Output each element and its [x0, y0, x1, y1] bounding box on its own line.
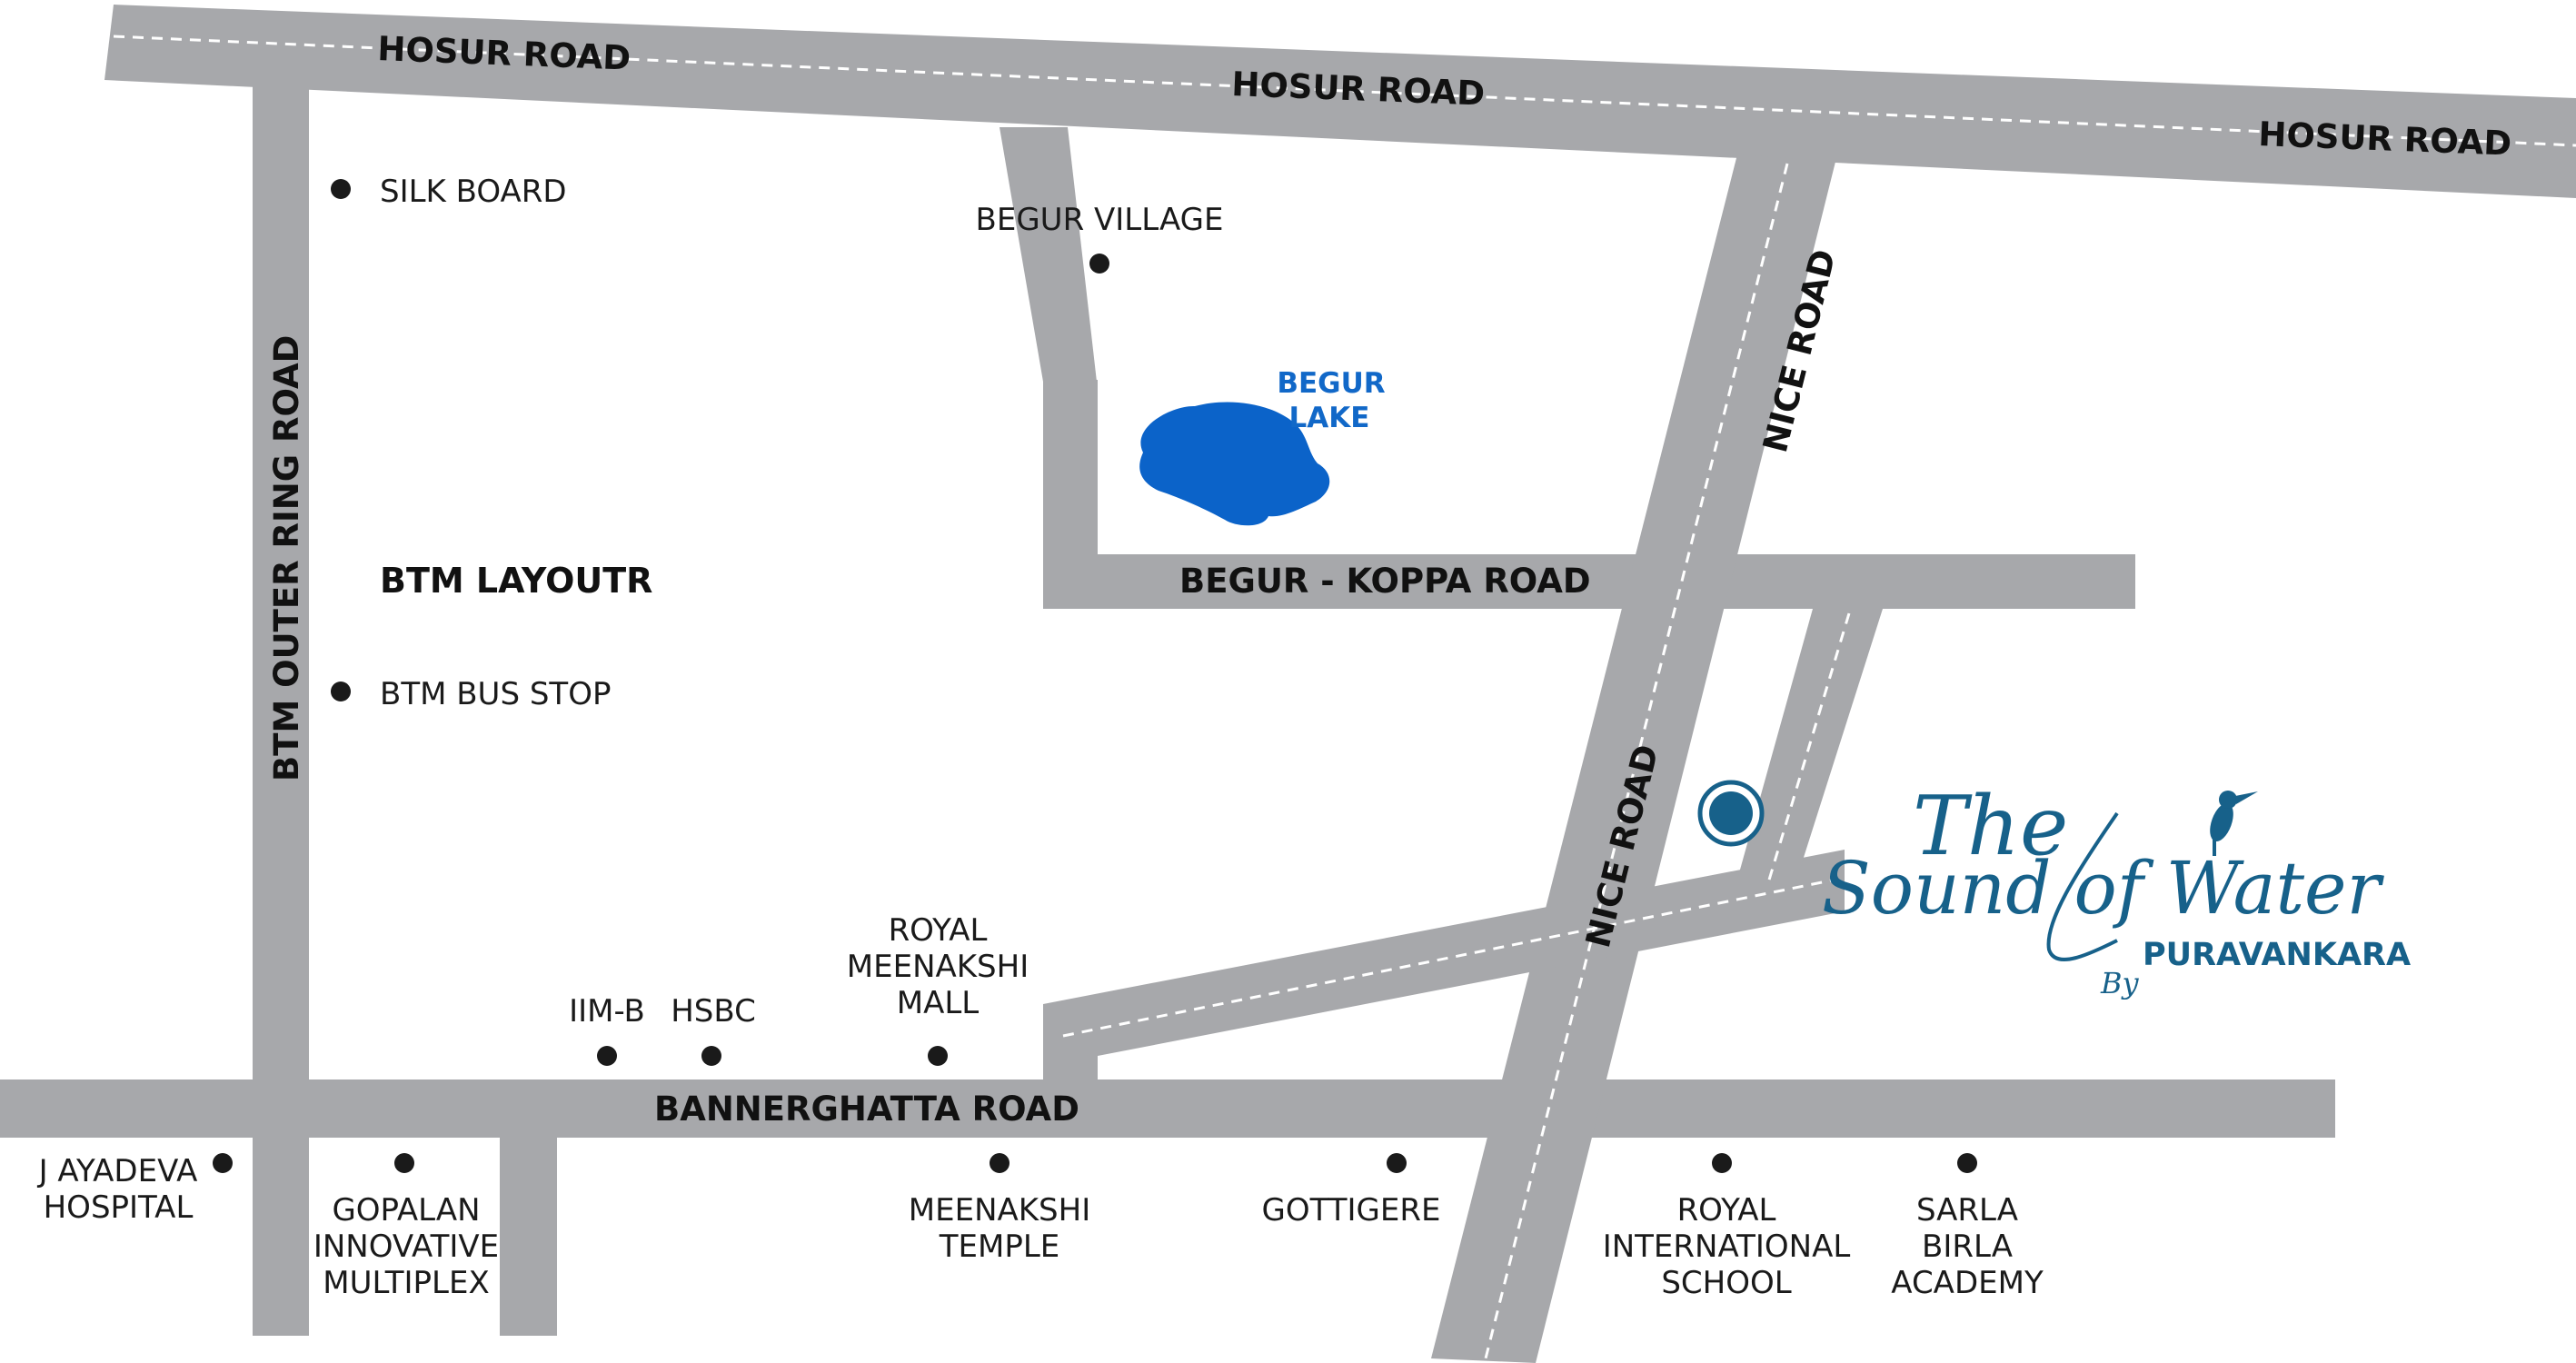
dot-icon	[331, 682, 351, 701]
road-begur-koppa	[1043, 554, 2135, 609]
brand-logo: The Sound of Water By PURAVANKARA	[1822, 779, 2411, 1000]
landmark-sarla-birla-2: BIRLA	[1922, 1229, 2013, 1265]
road-label-begur-koppa: BEGUR - KOPPA ROAD	[1179, 562, 1591, 601]
dot-icon	[213, 1153, 233, 1173]
road-label-hosur-1: HOSUR ROAD	[377, 29, 632, 78]
dot-icon	[701, 1046, 721, 1066]
lane-markings	[113, 35, 2576, 1359]
landmark-royal-international-2: INTERNATIONAL	[1603, 1229, 1851, 1265]
dot-icon	[1387, 1153, 1407, 1173]
road-hosur	[104, 5, 2576, 198]
landmark-gopalan-2: INNOVATIVE	[313, 1229, 499, 1265]
dot-icon	[1089, 254, 1109, 274]
road-nice-main	[1431, 154, 1835, 1363]
dot-icon	[1712, 1153, 1732, 1173]
dot-icon	[394, 1153, 414, 1173]
road-label-btm-outer-ring: BTM OUTER RING ROAD	[267, 335, 306, 781]
landmark-btm-bus-stop: BTM BUS STOP	[380, 676, 611, 712]
dot-icon	[597, 1046, 617, 1066]
dot-icon	[331, 179, 351, 199]
lake-label-line2: LAKE	[1289, 402, 1370, 434]
landmark-sarla-birla-1: SARLA	[1916, 1192, 2018, 1229]
landmark-royal-international-1: ROYAL	[1677, 1192, 1776, 1229]
landmark-jayadeva-2: HOSPITAL	[44, 1189, 194, 1226]
road-nice-spur	[1043, 850, 1845, 1079]
project-location-marker	[1697, 780, 1765, 847]
landmark-royal-meenakshi-2: MEENAKSHI	[847, 949, 1029, 985]
landmark-meenakshi-temple-1: MEENAKSHI	[909, 1192, 1090, 1229]
landmark-sarla-birla-3: ACADEMY	[1891, 1265, 2044, 1301]
road-label-bannerghatta: BANNERGHATTA ROAD	[654, 1089, 1079, 1129]
landmark-meenakshi-temple-2: TEMPLE	[939, 1229, 1060, 1265]
landmark-begur-village: BEGUR VILLAGE	[976, 202, 1224, 238]
landmark-royal-meenakshi-1: ROYAL	[889, 912, 988, 949]
brand-the: The	[1913, 779, 2068, 874]
landmark-gopalan-3: MULTIPLEX	[323, 1265, 490, 1301]
landmarks: SILK BOARD BTM BUS STOP BEGUR VILLAGE II…	[37, 174, 2044, 1301]
area-label-btm-layout: BTM LAYOUTR	[380, 561, 652, 601]
landmark-iim-b: IIM-B	[569, 993, 645, 1030]
landmark-silk-board: SILK BOARD	[380, 174, 567, 210]
landmark-royal-international-3: SCHOOL	[1661, 1265, 1791, 1301]
road-gopalan-spur	[500, 1136, 557, 1336]
road-label-hosur-3: HOSUR ROAD	[2258, 114, 2512, 164]
road-bannerghatta	[0, 1079, 2335, 1138]
bird-icon	[2210, 791, 2258, 856]
landmark-gopalan-1: GOPALAN	[332, 1192, 480, 1229]
lake-label-line1: BEGUR	[1277, 367, 1385, 400]
dot-icon	[928, 1046, 948, 1066]
dot-icon	[990, 1153, 1010, 1173]
landmark-jayadeva-1: J AYADEVA	[37, 1153, 198, 1189]
landmark-royal-meenakshi-3: MALL	[897, 985, 980, 1021]
brand-by: By	[2100, 966, 2140, 1000]
brand-swash	[2046, 811, 2119, 961]
landmark-gottigere: GOTTIGERE	[1261, 1192, 1440, 1229]
dot-icon	[1957, 1153, 1977, 1173]
brand-sound-of-water: Sound of Water	[1822, 846, 2385, 930]
road-label-hosur-2: HOSUR ROAD	[1231, 65, 1486, 114]
begur-lake	[1139, 402, 1330, 526]
brand-name: PURAVANKARA	[2143, 937, 2411, 973]
roads	[0, 5, 2576, 1363]
road-begur-village	[1000, 127, 1097, 382]
landmark-hsbc: HSBC	[671, 993, 756, 1030]
